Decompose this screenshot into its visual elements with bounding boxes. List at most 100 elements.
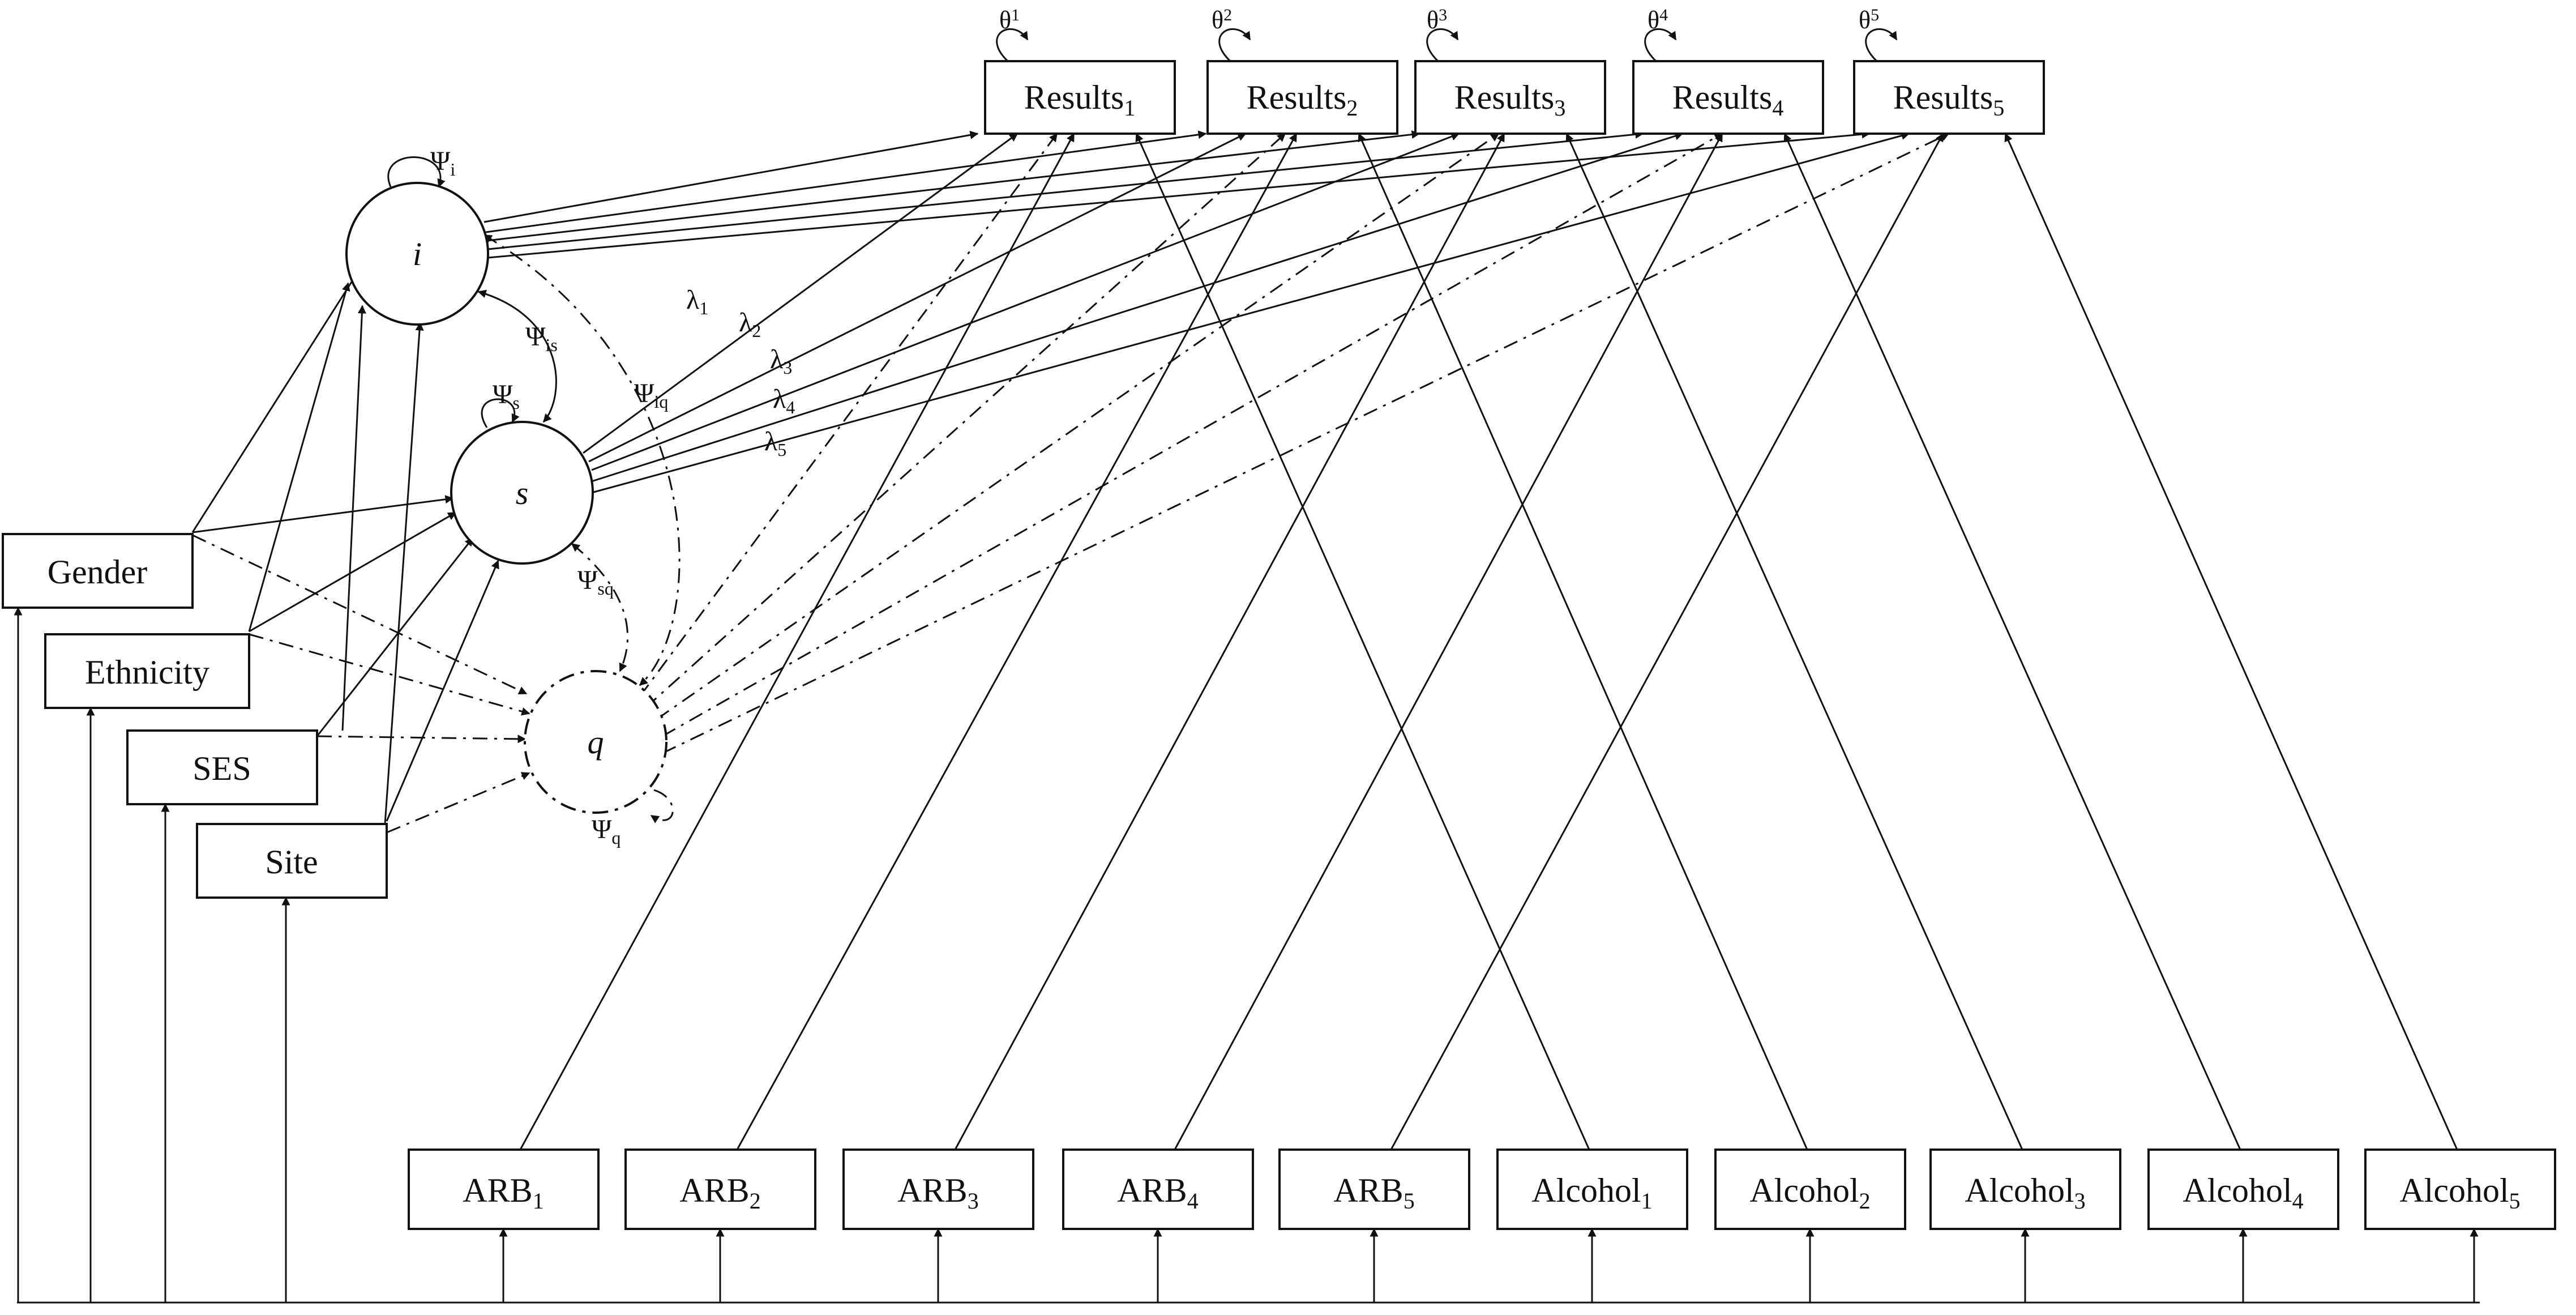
- alcohol-label-1: Alcohol1: [1531, 1172, 1652, 1214]
- path-arb-4-results: [1174, 133, 1723, 1150]
- arb-box-5: ARB5: [1278, 1149, 1470, 1230]
- theta-loop-5: [1865, 28, 1898, 62]
- path-site-s: [386, 560, 499, 822]
- loading-label-3: λ3: [770, 344, 792, 378]
- results-label-1: Results1: [1024, 79, 1136, 121]
- loading-label-2: λ2: [739, 308, 761, 341]
- covariate-label-site: Site: [265, 843, 318, 881]
- theta-label-2: θ2: [1212, 6, 1232, 34]
- path-gender-s: [192, 495, 454, 533]
- loading-q-results-2: [644, 133, 1286, 709]
- arb-label-4: ARB4: [1117, 1172, 1198, 1214]
- variance-loop-i: [387, 156, 446, 188]
- results-box-3: Results3: [1414, 60, 1606, 135]
- covariance-label-iq: Ψiq: [634, 378, 668, 412]
- loading-s-results-2: [588, 133, 1247, 463]
- results-box-4: Results4: [1632, 60, 1824, 135]
- results-label-3: Results3: [1454, 79, 1566, 121]
- path-arb-5-results: [1390, 133, 1944, 1150]
- latent-factors: i s q Ψi Ψs Ψq Ψis Ψiq Ψsq λ1 λ2 λ3 λ4 λ…: [345, 146, 795, 848]
- latent-label-q: q: [588, 724, 604, 761]
- covariance-curve-sq: [571, 543, 628, 672]
- path-arb-2-results: [736, 133, 1298, 1150]
- theta-loop-3: [1426, 28, 1459, 62]
- path-alcohol-1-results: [1135, 133, 1590, 1150]
- latent-slope: s: [450, 421, 594, 565]
- alcohol-box-2: Alcohol2: [1714, 1149, 1906, 1230]
- alcohol-label-2: Alcohol2: [1749, 1172, 1870, 1214]
- theta-label-3: θ3: [1427, 6, 1447, 34]
- latent-intercept: i: [345, 182, 489, 326]
- alcohol-box-3: Alcohol3: [1929, 1149, 2121, 1230]
- covariate-label-ethnicity: Ethnicity: [85, 654, 209, 691]
- alcohol-label-5: Alcohol5: [2399, 1172, 2520, 1214]
- covariate-ses: SES: [126, 729, 318, 805]
- path-arb-1-results: [519, 133, 1075, 1150]
- path-alcohol-3-results: [1565, 133, 2023, 1150]
- loading-label-4: λ4: [773, 384, 795, 417]
- covariate-ethnicity: Ethnicity: [44, 633, 250, 709]
- alcohol-label-4: Alcohol4: [2183, 1172, 2303, 1214]
- path-site-q: [386, 772, 530, 834]
- path-ses-s: [316, 537, 474, 737]
- theta-loop-2: [1218, 28, 1251, 62]
- arb-box-1: ARB1: [408, 1149, 600, 1230]
- loading-q-results-3: [656, 133, 1500, 720]
- loading-i-results-4: [487, 130, 1644, 250]
- loading-i-results-2: [485, 130, 1207, 233]
- alcohol-box-1: Alcohol1: [1496, 1149, 1688, 1230]
- latent-label-i: i: [413, 236, 422, 272]
- loading-s-results-4: [591, 131, 1684, 483]
- arb-label-5: ARB5: [1333, 1172, 1414, 1214]
- variance-loop-s: [481, 398, 520, 428]
- path-site-i: [384, 322, 424, 825]
- results-box-1: Results1: [984, 60, 1176, 135]
- results-box-2: Results2: [1206, 60, 1398, 135]
- path-ses-q: [316, 735, 527, 744]
- covariance-curve-iq: [483, 234, 681, 686]
- path-alcohol-4-results: [1783, 133, 2241, 1150]
- loading-i-results-3: [486, 130, 1420, 242]
- latent-quadratic: q: [524, 670, 667, 814]
- loading-q-results-1: [639, 133, 1058, 697]
- loading-i-results-5: [487, 130, 1871, 259]
- path-edges: [14, 28, 2480, 1304]
- theta-label-1: θ1: [999, 6, 1020, 34]
- time-varying-covariates: ARB1 ARB2 ARB3 ARB4 ARB5 Alcohol1 Alcoho…: [408, 1149, 2556, 1230]
- path-ses-i: [341, 305, 366, 731]
- path-ethnicity-s: [249, 511, 457, 633]
- variance-label-q: Ψq: [592, 814, 621, 848]
- alcohol-label-3: Alcohol3: [1965, 1172, 2085, 1214]
- loading-i-results-1: [483, 130, 979, 223]
- arb-label-2: ARB2: [679, 1172, 760, 1214]
- path-arb-3-results: [954, 133, 1505, 1150]
- variance-label-s: Ψs: [493, 379, 520, 413]
- results-box-5: Results5: [1853, 60, 2045, 135]
- variance-loop-q: [650, 789, 674, 823]
- theta-label-4: θ4: [1648, 6, 1668, 34]
- theta-loop-4: [1644, 28, 1677, 62]
- loading-label-5: λ5: [764, 426, 786, 460]
- arb-box-4: ARB4: [1062, 1149, 1254, 1230]
- path-gender-i: [191, 264, 363, 533]
- covariance-label-sq: Ψsq: [577, 565, 614, 599]
- results-label-5: Results5: [1893, 79, 2005, 121]
- alcohol-box-4: Alcohol4: [2147, 1149, 2339, 1230]
- loading-s-results-1: [583, 133, 1019, 454]
- covariate-site: Site: [196, 823, 388, 899]
- theta-loop-1: [996, 28, 1029, 62]
- arb-box-3: ARB3: [842, 1149, 1034, 1230]
- arb-box-2: ARB2: [624, 1149, 816, 1230]
- path-alcohol-5-results: [2004, 133, 2458, 1150]
- alcohol-box-5: Alcohol5: [2364, 1149, 2556, 1230]
- latent-label-s: s: [516, 475, 529, 511]
- loading-label-1: λ1: [686, 285, 708, 318]
- path-ethnicity-q: [249, 633, 530, 716]
- loading-s-results-5: [591, 131, 1910, 494]
- covariates: Gender Ethnicity SES Site: [2, 533, 388, 899]
- path-ethnicity-i: [248, 282, 350, 632]
- variance-label-i: Ψi: [430, 146, 455, 180]
- results-label-2: Results2: [1247, 79, 1358, 121]
- loading-q-results-4: [662, 133, 1723, 737]
